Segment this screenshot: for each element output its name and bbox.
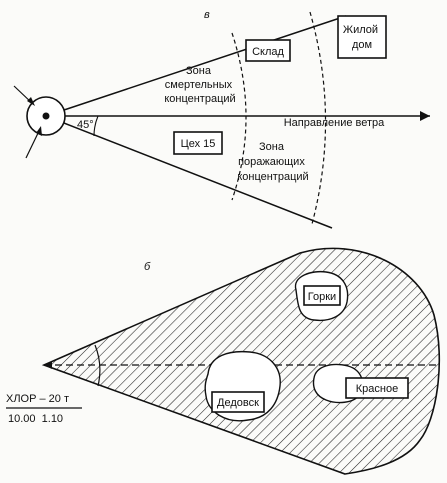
warehouse-label: Склад [252,46,284,58]
wind-arrowhead [420,111,430,121]
angle-arc [93,115,99,137]
dedovsk-label: Дедовск [217,397,259,409]
release-times: 10.00 1.10 [8,413,63,425]
diagram-b: б Горки Дедовск Красное ХЛОР – 20 т 10.0… [6,247,441,475]
workshop-label: Цех 15 [181,138,216,150]
diagram-a-marker: в [204,9,210,21]
wind-direction-label: Направление ветра [284,117,385,129]
lethal-zone-boundary [231,32,247,201]
diagram-a: в 45° Зона смертельных концентраций Зона… [13,9,430,229]
inner-arc-b [94,344,101,387]
damaging-zone-label: Зона поражающих концентраций [237,141,308,183]
house-label: Жилой дом [343,24,381,51]
source-b [44,361,52,369]
diagram-b-marker: б [144,261,151,273]
warehouse-box [245,39,291,62]
sector-edge-upper [45,15,347,117]
damaging-zone-boundary [309,11,327,225]
wind-arrow-upper-head [27,97,35,106]
workshop-box [173,131,223,155]
house-box [337,15,387,59]
angle-label: 45° [77,119,94,131]
gorki-label: Горки [308,291,336,303]
release-agent: ХЛОР – 20 т [6,393,69,405]
source-point [42,112,50,120]
dedovsk-box [211,391,265,413]
gorki-box [303,285,341,306]
wind-arrow-lower-head [36,126,42,136]
krasnoe-box [345,377,409,399]
krasnoe-label: Красное [356,383,398,395]
lethal-zone-label: Зона смертельных концентраций [164,65,235,105]
